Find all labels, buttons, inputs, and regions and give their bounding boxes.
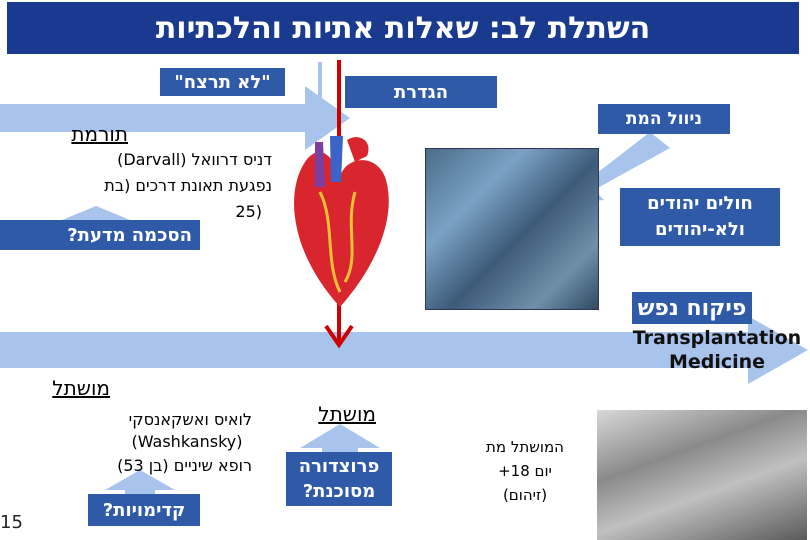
haskama-up-arrow (62, 206, 130, 228)
recipient-line2: (Washkansky) (131, 432, 243, 451)
page-title: השתלת לב: שאלות אתיות והלכתיות (155, 10, 651, 46)
donor-line2: נפגעת תאונת דרכים (בת (104, 176, 272, 195)
surgery-photo (425, 148, 599, 310)
patient-photo (597, 410, 807, 540)
bottom-flow-arrow (0, 316, 808, 384)
top-flow-arrow (0, 86, 350, 150)
death-note-line1: המושתל מת (486, 438, 564, 456)
pikuach-nefesh-box: פיקוח נפש (632, 292, 752, 324)
title-bar: השתלת לב: שאלות אתיות והלכתיות (5, 0, 801, 56)
lo-tirtzach-box: "לא תרצח" (160, 68, 285, 96)
kdimuyot-up-arrow (105, 470, 175, 498)
transplanted-label: מושתל (318, 402, 376, 426)
hagdarat-box: הגדרת (345, 76, 497, 108)
protzedura-up-arrow (300, 424, 380, 452)
haskama-box: הסכמה מדעת? (0, 220, 200, 250)
recipient-line1: לואיס ואשקאנסקי (128, 410, 252, 429)
kdimuyot-box: קדימויות? (88, 494, 200, 526)
donor-line3: 25) (235, 202, 262, 221)
transplant-medicine-label: Transplantation Medicine (632, 327, 802, 373)
heart-illustration (294, 136, 389, 307)
niyul-hamet-box: ניוול המת (598, 104, 730, 134)
death-note-line3: (זיהום) (502, 486, 548, 504)
cholim-box: חולים יהודים ולא-יהודים (620, 188, 780, 246)
death-note-line2: יום 18+ (498, 462, 552, 480)
slide-number: 15 (0, 512, 23, 533)
protzedura-box: פרוצדורה מסוכנת? (286, 452, 392, 506)
donor-line1: דניס דרוואל (Darvall) (117, 150, 272, 169)
recipient-line3: רופא שיניים (בן 53) (117, 456, 252, 475)
donor-heading: תורמת (71, 122, 128, 146)
recipient-heading: מושתל (52, 376, 110, 400)
